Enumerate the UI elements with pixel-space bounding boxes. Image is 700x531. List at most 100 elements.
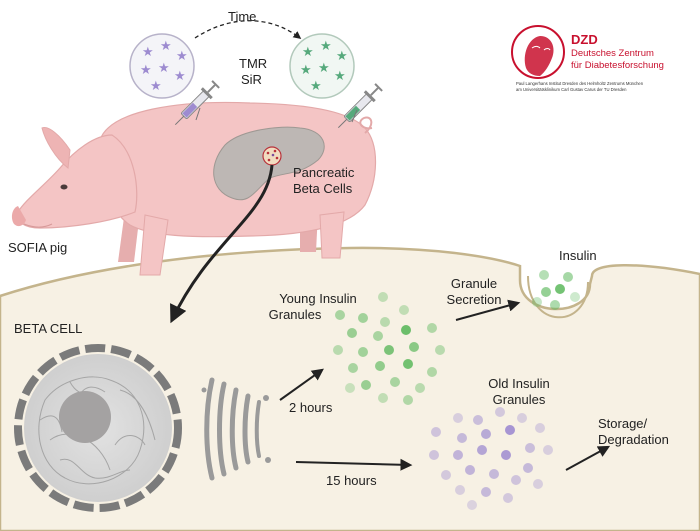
svg-text:★: ★ xyxy=(176,49,188,64)
young-granule xyxy=(375,361,385,371)
logo-subtitle-line1: Paul Langerhans Institut Dresden des Hel… xyxy=(516,81,644,86)
old-granule xyxy=(455,485,465,495)
young-granules-label-line1: Young Insulin xyxy=(279,291,357,306)
insulin-exocytosis-pocket xyxy=(527,275,589,319)
young-granule xyxy=(333,345,343,355)
old-granules-label-line1: Old Insulin xyxy=(488,376,550,391)
old-granule xyxy=(473,415,483,425)
beta-cell-islet xyxy=(262,146,282,166)
svg-text:★: ★ xyxy=(300,63,312,78)
young-granule xyxy=(347,328,357,338)
two-hours-label: 2 hours xyxy=(289,400,333,415)
old-granule xyxy=(525,443,535,453)
old-granule xyxy=(505,425,515,435)
svg-text:★: ★ xyxy=(302,45,314,60)
old-granule xyxy=(535,423,545,433)
nucleus xyxy=(14,344,182,512)
young-granule xyxy=(435,345,445,355)
old-granule xyxy=(503,493,513,503)
granule-secretion-label-line1: Granule xyxy=(450,276,498,291)
secreted-insulin-granule xyxy=(539,270,549,280)
svg-text:★: ★ xyxy=(334,69,346,84)
old-granule xyxy=(453,450,463,460)
svg-text:★: ★ xyxy=(174,69,186,84)
old-granule xyxy=(533,479,543,489)
young-granule xyxy=(409,342,419,352)
logo-abbr: DZD xyxy=(571,32,598,47)
sir-syringe-icon xyxy=(337,83,383,129)
insulin-label: Insulin xyxy=(559,248,597,263)
sofia-pig-label: SOFIA pig xyxy=(8,240,68,255)
svg-text:★: ★ xyxy=(336,49,348,64)
old-granule xyxy=(517,413,527,423)
old-granule xyxy=(457,433,467,443)
arrow-golgi-to-old xyxy=(295,458,413,471)
logo-subtitle-line2: am Universitätsklinikum Carl Gustav Caru… xyxy=(516,87,627,92)
arrow-to-storage xyxy=(565,445,611,471)
svg-text:★: ★ xyxy=(310,79,322,94)
young-granules-label-line2: Granules xyxy=(268,307,322,322)
pancreatic-label: Pancreatic xyxy=(293,165,355,180)
old-granule xyxy=(431,427,441,437)
young-insulin-granules xyxy=(333,292,445,405)
arrow-to-secretion xyxy=(455,299,521,321)
svg-text:★: ★ xyxy=(150,79,162,94)
old-granule xyxy=(467,500,477,510)
young-granule xyxy=(378,292,388,302)
svg-text:★: ★ xyxy=(320,39,332,54)
young-granule xyxy=(358,313,368,323)
young-granule xyxy=(380,317,390,327)
granule-secretion-label-line2: Secretion xyxy=(446,292,502,307)
beta-cells-label: Beta Cells xyxy=(293,181,353,196)
storage-label-line1: Storage/ xyxy=(598,416,648,431)
islet-to-cell-connector xyxy=(170,164,274,324)
logo-name-line2: für Diabetesforschung xyxy=(571,60,664,71)
young-granule xyxy=(378,393,388,403)
time-arrow xyxy=(194,20,302,39)
young-granule xyxy=(427,323,437,333)
old-granule xyxy=(481,487,491,497)
young-granule xyxy=(427,367,437,377)
sir-label: SiR xyxy=(241,72,262,87)
sir-labeled-granules-circle: ★ ★ ★ ★ ★ ★ ★ xyxy=(289,33,355,99)
young-granule xyxy=(390,377,400,387)
old-insulin-granules xyxy=(429,407,553,510)
old-granule xyxy=(441,470,451,480)
svg-text:★: ★ xyxy=(160,39,172,54)
arrow-golgi-to-young xyxy=(279,368,324,401)
old-granule xyxy=(495,407,505,417)
tmr-syringe-icon xyxy=(174,80,220,126)
old-granule xyxy=(489,469,499,479)
time-label: Time xyxy=(228,9,257,24)
storage-label-line2: Degradation xyxy=(598,432,669,447)
young-granule xyxy=(373,331,383,341)
svg-text:★: ★ xyxy=(158,61,170,76)
young-granule xyxy=(401,325,411,335)
beta-cell-label: BETA CELL xyxy=(14,321,83,336)
logo-name-line1: Deutsches Zentrum xyxy=(571,48,654,59)
dzd-logo xyxy=(511,25,565,79)
young-granule xyxy=(403,359,413,369)
secreted-insulin-granule xyxy=(532,297,542,307)
old-granule xyxy=(453,413,463,423)
old-granule xyxy=(465,465,475,475)
young-granule xyxy=(384,345,394,355)
svg-text:★: ★ xyxy=(142,45,154,60)
fifteen-hours-label: 15 hours xyxy=(326,473,377,488)
young-granule xyxy=(415,383,425,393)
young-granule xyxy=(403,395,413,405)
old-granule xyxy=(481,429,491,439)
tmr-labeled-granules-circle: ★ ★ ★ ★ ★ ★ ★ xyxy=(129,33,195,99)
young-granule xyxy=(335,310,345,320)
young-granule xyxy=(399,305,409,315)
secreted-insulin-granule xyxy=(555,284,565,294)
young-granule xyxy=(348,363,358,373)
svg-text:★: ★ xyxy=(140,63,152,78)
secreted-insulin-granule xyxy=(570,292,580,302)
old-granule xyxy=(501,450,511,460)
secreted-insulin-granules xyxy=(532,270,580,310)
old-granule xyxy=(429,450,439,460)
young-granule xyxy=(358,347,368,357)
